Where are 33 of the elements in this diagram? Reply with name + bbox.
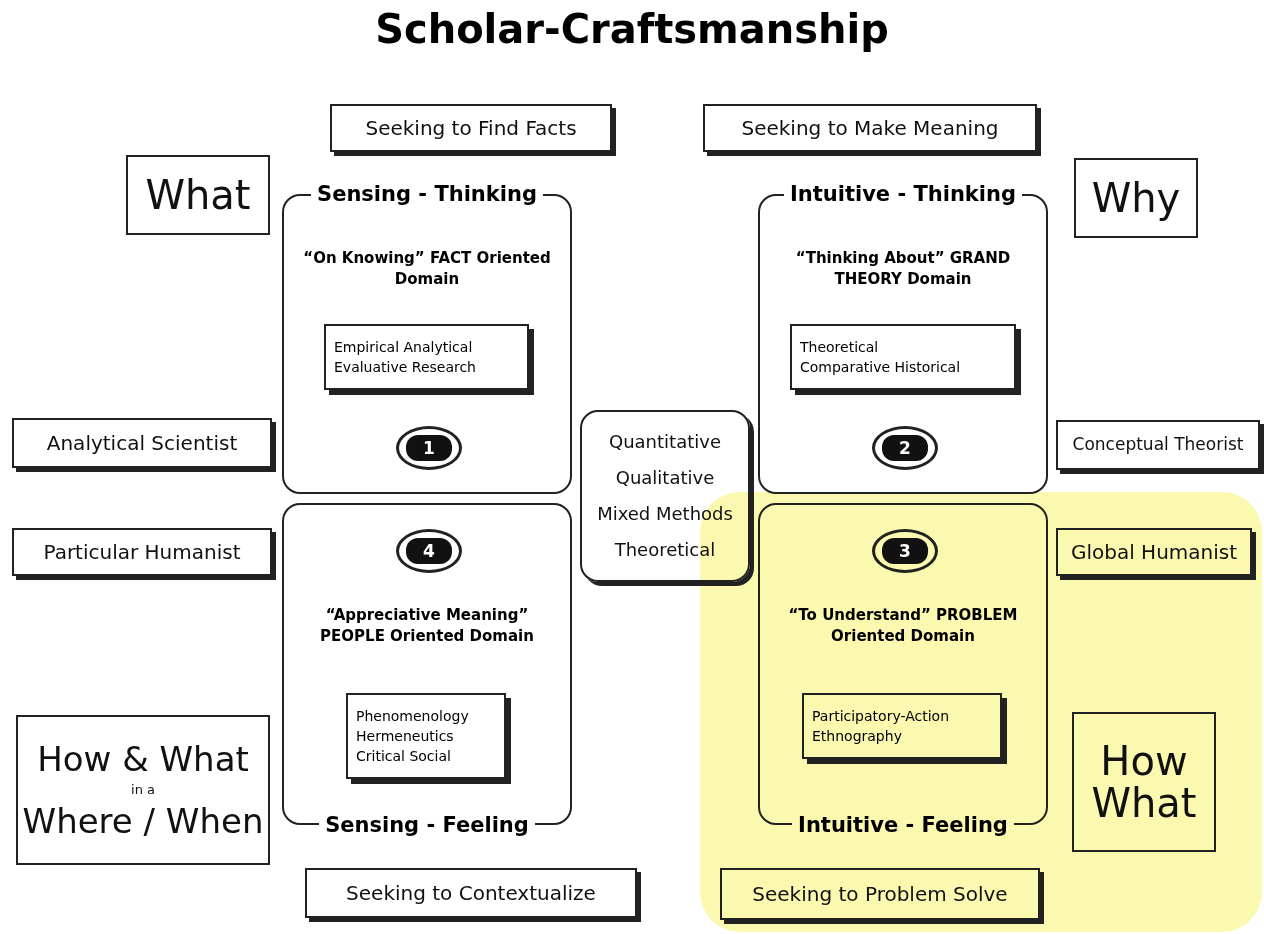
method-label: Ethnography bbox=[812, 727, 903, 746]
method-label: Qualitative bbox=[615, 466, 715, 490]
method-label: Theoretical bbox=[800, 338, 880, 357]
question-text: How & What bbox=[37, 739, 249, 779]
method-label: Quantitative bbox=[609, 430, 721, 454]
diagram-title: Scholar-Craftsmanship bbox=[374, 6, 890, 52]
question-text: in a bbox=[131, 781, 155, 799]
question-box: How What bbox=[1072, 712, 1216, 852]
quadrant-heading: Intuitive - Feeling bbox=[792, 813, 1014, 837]
domain-description: “Appreciative Meaning” PEOPLE Oriented Domain bbox=[319, 605, 535, 647]
method-label: Mixed Methods bbox=[597, 502, 733, 526]
quadrant-heading: Sensing - Feeling bbox=[319, 813, 535, 837]
method-label: Empirical Analytical bbox=[334, 338, 474, 357]
domain-description: “To Understand” PROBLEM Oriented Domain bbox=[787, 605, 1019, 647]
quadrant-heading: Sensing - Thinking bbox=[311, 182, 543, 206]
question-box bbox=[16, 715, 270, 865]
method-label: Theoretical bbox=[614, 538, 716, 562]
method-label: Phenomenology bbox=[356, 707, 470, 726]
quadrant-heading: Intuitive - Thinking bbox=[784, 182, 1022, 206]
question-text: Where / When bbox=[22, 801, 264, 841]
method-label: Evaluative Research bbox=[334, 358, 477, 377]
method-label: Hermeneutics bbox=[356, 727, 455, 746]
number-badge: 4 bbox=[406, 538, 452, 564]
method-label: Critical Social bbox=[356, 747, 452, 766]
question-box: Why bbox=[1074, 158, 1198, 238]
method-label: Comparative Historical bbox=[800, 358, 962, 377]
domain-description: “Thinking About” GRAND THEORY Domain bbox=[794, 248, 1012, 290]
question-box: What bbox=[126, 155, 270, 235]
method-label: Participatory-Action bbox=[812, 707, 951, 726]
number-badge: 3 bbox=[882, 538, 928, 564]
number-badge: 1 bbox=[406, 435, 452, 461]
number-badge: 2 bbox=[882, 435, 928, 461]
domain-description: “On Knowing” FACT Oriented Domain bbox=[302, 248, 552, 290]
